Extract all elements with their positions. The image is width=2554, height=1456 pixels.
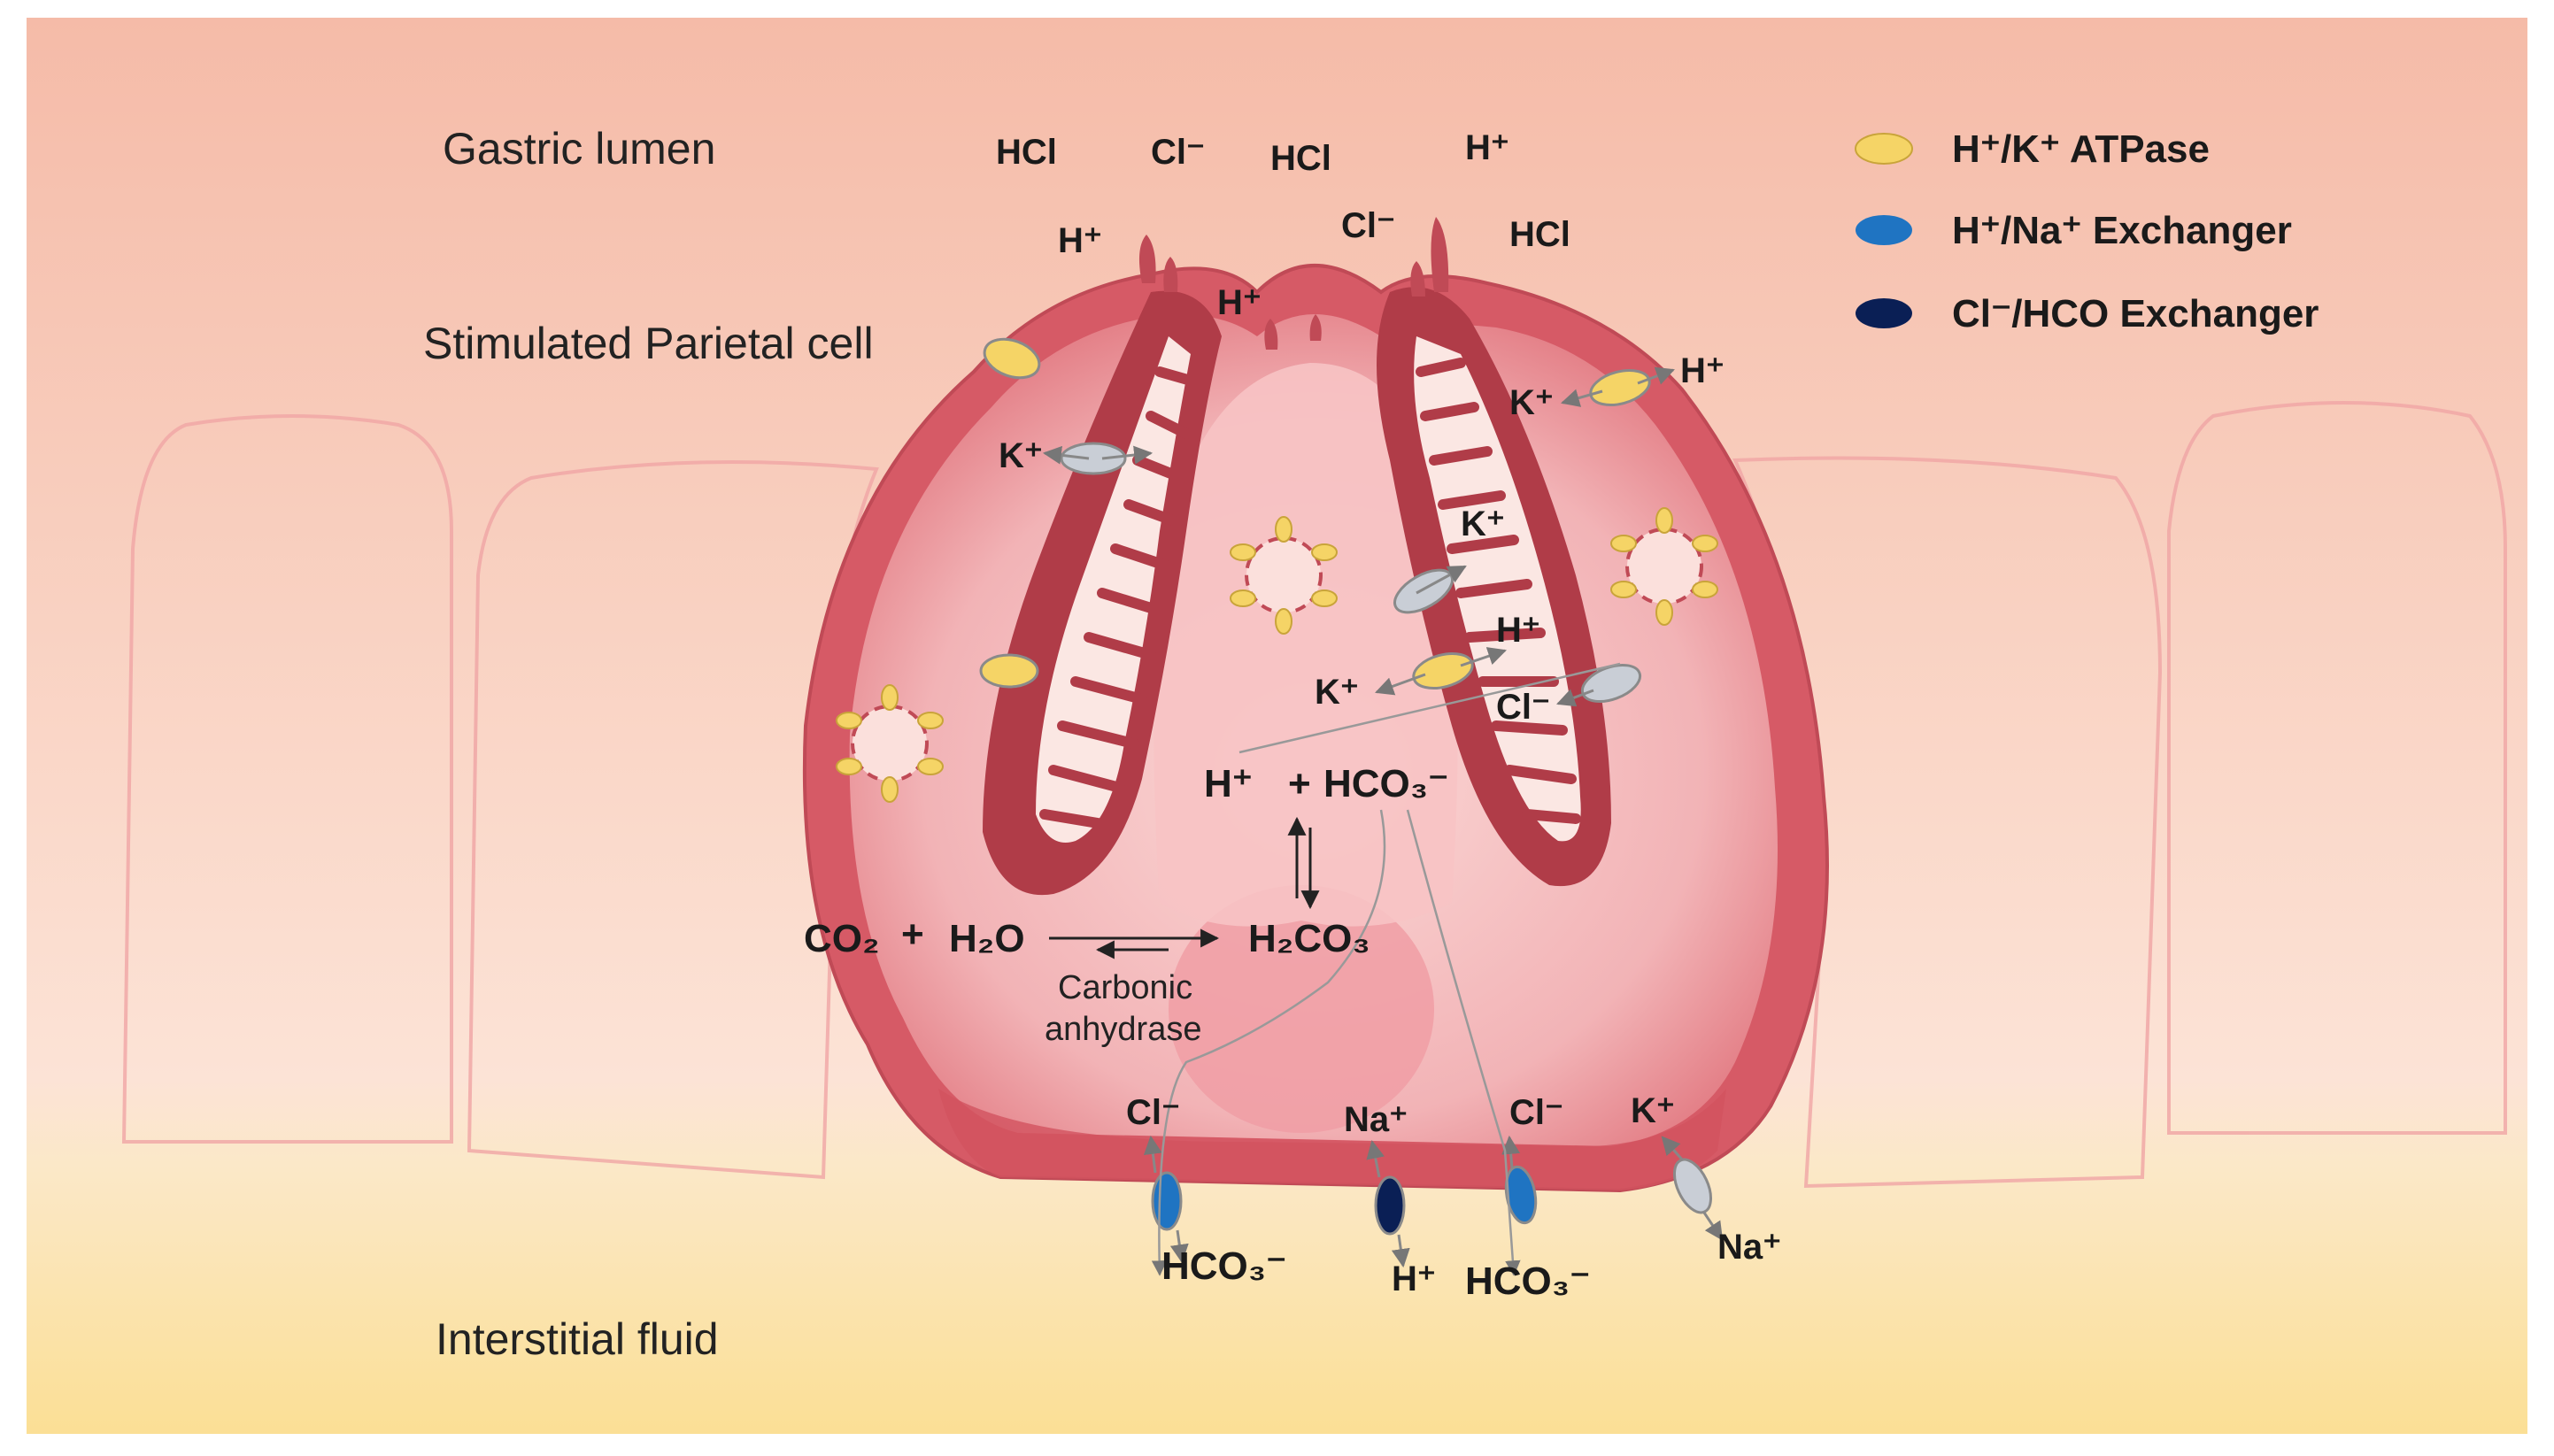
ion-arrows bbox=[1042, 366, 1724, 1268]
lumen-h-3: H⁺ bbox=[1217, 283, 1262, 322]
ion-k-right-top: K⁺ bbox=[1509, 383, 1554, 422]
tubulovesicles bbox=[836, 507, 1718, 803]
central-dome bbox=[1154, 363, 1458, 927]
lumen-cl-2: Cl⁻ bbox=[1341, 206, 1395, 245]
ion-h-mid-right: H⁺ bbox=[1496, 611, 1540, 650]
atpase-left-top bbox=[983, 337, 1041, 380]
legend: H⁺/K⁺ ATPase H⁺/Na⁺ Exchanger Cl⁻/HCO Ex… bbox=[1855, 127, 2319, 335]
baso-hco3-1: HCO₃⁻ bbox=[1161, 1244, 1286, 1288]
baso-cl-2: Cl⁻ bbox=[1509, 1093, 1563, 1132]
exchanger-blue-1 bbox=[1151, 1171, 1183, 1231]
blue-oval-icon bbox=[1856, 215, 1912, 245]
ion-h-right-top: H⁺ bbox=[1680, 351, 1725, 390]
reaction-hco3: HCO₃⁻ bbox=[1323, 762, 1448, 805]
lumen-hcl-3: HCl bbox=[1509, 215, 1570, 254]
atpase-left-mid bbox=[979, 653, 1039, 689]
enzyme-line-1: Carbonic bbox=[1058, 969, 1192, 1006]
legend-label-atpase: H⁺/K⁺ ATPase bbox=[1952, 127, 2210, 171]
label-interstitial-fluid: Interstitial fluid bbox=[436, 1314, 719, 1364]
reaction-co2: CO₂ bbox=[804, 917, 880, 960]
label-gastric-lumen: Gastric lumen bbox=[443, 124, 715, 173]
lumen-h-2: H⁺ bbox=[1058, 221, 1102, 260]
reaction-h2o: H₂O bbox=[949, 917, 1025, 960]
lumen-h-1: H⁺ bbox=[1465, 128, 1509, 167]
basal-membrane bbox=[938, 1089, 1726, 1190]
ion-cl-lower: Cl⁻ bbox=[1496, 688, 1550, 727]
reaction-plus-1: + bbox=[1288, 762, 1311, 805]
lumen-hcl-2: HCl bbox=[1270, 139, 1331, 178]
exchanger-blue-2 bbox=[1504, 1165, 1538, 1225]
ion-k-lower: K⁺ bbox=[1315, 673, 1359, 712]
navy-oval-icon bbox=[1856, 298, 1912, 328]
exchanger-navy bbox=[1374, 1175, 1406, 1236]
baso-na-1: Na⁺ bbox=[1344, 1100, 1408, 1139]
label-parietal-cell: Stimulated Parietal cell bbox=[423, 319, 874, 368]
right-canaliculus bbox=[1377, 287, 1611, 887]
bicarbonate-paths bbox=[1151, 662, 1621, 1276]
baso-hco3-2: HCO₃⁻ bbox=[1465, 1260, 1590, 1303]
baso-cl-1: Cl⁻ bbox=[1126, 1093, 1180, 1132]
ion-k-mid-right: K⁺ bbox=[1461, 505, 1505, 543]
enzyme-line-2: anhydrase bbox=[1045, 1011, 1201, 1048]
lumen-hcl-1: HCl bbox=[996, 133, 1057, 172]
baso-k-1: K⁺ bbox=[1631, 1091, 1675, 1130]
reaction-arrows bbox=[1049, 816, 1320, 959]
lumen-cl-1: Cl⁻ bbox=[1151, 133, 1205, 172]
nucleus bbox=[1169, 885, 1434, 1133]
reaction-plus-2: + bbox=[901, 913, 924, 956]
legend-label-cl-hco-exchanger: Cl⁻/HCO Exchanger bbox=[1952, 292, 2319, 335]
legend-label-na-exchanger: H⁺/Na⁺ Exchanger bbox=[1952, 209, 2292, 252]
ion-k-left: K⁺ bbox=[999, 436, 1043, 475]
baso-na-2: Na⁺ bbox=[1717, 1228, 1781, 1267]
baso-h-1: H⁺ bbox=[1392, 1260, 1436, 1298]
apical-microvilli bbox=[1138, 217, 1449, 350]
k-channel-left bbox=[1060, 442, 1127, 475]
na-k-pump bbox=[1672, 1158, 1713, 1214]
reaction-h2co3: H₂CO₃ bbox=[1248, 917, 1370, 960]
yellow-oval-icon bbox=[1855, 133, 1913, 165]
transporters bbox=[979, 337, 1713, 1236]
reaction-h: H⁺ bbox=[1204, 762, 1253, 805]
